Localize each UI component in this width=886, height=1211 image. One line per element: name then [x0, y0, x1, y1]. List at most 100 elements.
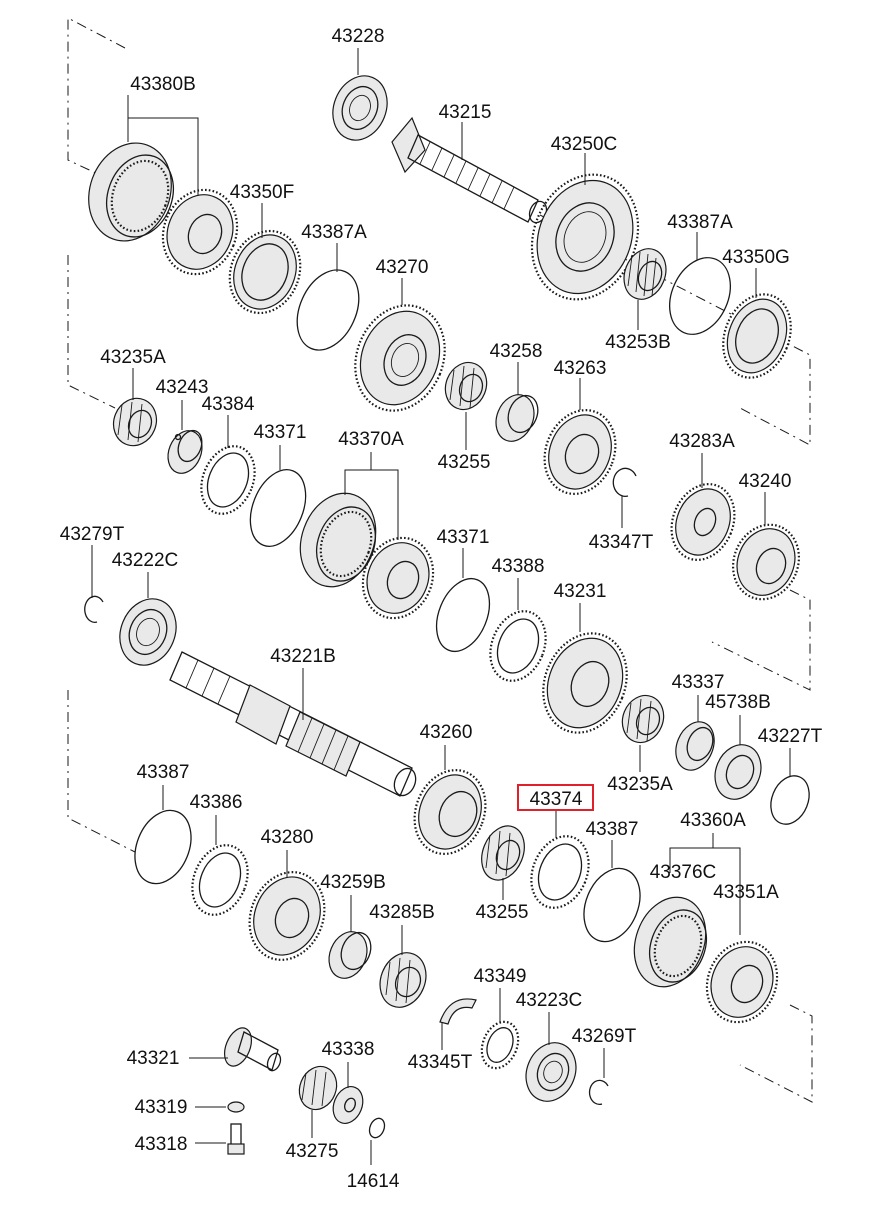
label-43263[interactable]: 43263 — [554, 358, 607, 379]
bearing-43228 — [332, 75, 388, 141]
label-43280[interactable]: 43280 — [261, 827, 314, 848]
part-labels: 43228 43380B 43215 43250C 43350F 43387A … — [60, 26, 823, 1192]
label-43235A-1[interactable]: 43235A — [100, 347, 166, 368]
label-43374[interactable]: 43374 — [530, 789, 583, 810]
needle-bearing-43255-1 — [444, 361, 488, 411]
washer-43338 — [332, 1086, 364, 1124]
label-43270[interactable]: 43270 — [376, 257, 429, 278]
label-43350G[interactable]: 43350G — [722, 247, 790, 268]
ring-43227T — [770, 775, 810, 825]
label-43255-1[interactable]: 43255 — [438, 452, 491, 473]
label-43387A-2[interactable]: 43387A — [667, 212, 733, 233]
label-43240[interactable]: 43240 — [739, 471, 792, 492]
label-43255-2[interactable]: 43255 — [476, 902, 529, 923]
shaft-43221B — [169, 651, 417, 797]
snap-ring-43371-1 — [249, 469, 307, 547]
label-43235A-2[interactable]: 43235A — [607, 774, 673, 795]
bearing-43223C — [525, 1042, 577, 1102]
label-43388[interactable]: 43388 — [492, 556, 545, 577]
label-43227T[interactable]: 43227T — [758, 726, 823, 747]
label-43376C[interactable]: 43376C — [650, 862, 717, 883]
label-43347T[interactable]: 43347T — [589, 532, 654, 553]
label-43275[interactable]: 43275 — [286, 1141, 339, 1162]
needle-bearing-43235A-1 — [112, 397, 158, 447]
bearing-43222C — [119, 598, 177, 666]
label-43269T[interactable]: 43269T — [572, 1026, 637, 1047]
label-43243[interactable]: 43243 — [156, 377, 209, 398]
needle-bearing-43285B — [379, 952, 427, 1008]
label-43283A[interactable]: 43283A — [669, 431, 735, 452]
label-43387-1[interactable]: 43387 — [137, 762, 190, 783]
bushing-43258 — [495, 394, 539, 442]
label-43260[interactable]: 43260 — [420, 722, 473, 743]
axis-guide-lines — [67, 17, 813, 1103]
gear-43270 — [354, 304, 446, 412]
label-43371-1[interactable]: 43371 — [254, 422, 307, 443]
label-43384[interactable]: 43384 — [202, 394, 255, 415]
gear-43263 — [543, 409, 617, 495]
snap-ring-43387-2 — [583, 867, 641, 943]
bushing-43243 — [167, 429, 203, 474]
label-43337[interactable]: 43337 — [672, 672, 725, 693]
needle-bearing-43255-2 — [481, 825, 525, 881]
label-43351A[interactable]: 43351A — [713, 882, 779, 903]
label-43370A[interactable]: 43370A — [338, 429, 404, 450]
label-43386[interactable]: 43386 — [190, 792, 243, 813]
highlight-box-43374[interactable] — [517, 784, 594, 811]
label-43338[interactable]: 43338 — [322, 1039, 375, 1060]
label-43349[interactable]: 43349 — [474, 966, 527, 987]
sleeve-43370A — [299, 492, 377, 588]
label-43360A[interactable]: 43360A — [680, 810, 746, 831]
needle-bearing-43253B — [623, 248, 667, 300]
shaft-43215 — [391, 116, 548, 224]
label-43250C[interactable]: 43250C — [551, 134, 618, 155]
leader-lines — [91, 48, 791, 1165]
ring-43388 — [489, 610, 547, 682]
gear-43240 — [731, 523, 801, 601]
label-43380B[interactable]: 43380B — [130, 74, 196, 95]
bushing-43259B — [328, 931, 372, 979]
label-43228[interactable]: 43228 — [332, 26, 385, 47]
label-43215[interactable]: 43215 — [439, 102, 492, 123]
label-43223C[interactable]: 43223C — [516, 990, 583, 1011]
label-14614[interactable]: 14614 — [347, 1171, 400, 1192]
label-43285B[interactable]: 43285B — [369, 902, 435, 923]
label-43318[interactable]: 43318 — [135, 1134, 188, 1155]
gear-43280 — [248, 871, 326, 961]
sleeve-43380B — [88, 142, 174, 242]
label-43231[interactable]: 43231 — [554, 581, 607, 602]
label-43259B[interactable]: 43259B — [320, 872, 386, 893]
gear-43231 — [542, 632, 628, 734]
sleeve-43376C — [633, 896, 708, 988]
label-43387A-1[interactable]: 43387A — [301, 222, 367, 243]
label-43345T[interactable]: 43345T — [408, 1052, 473, 1073]
snap-ring-43371-2 — [435, 577, 491, 653]
label-45738B[interactable]: 45738B — [705, 692, 771, 713]
label-43350F[interactable]: 43350F — [230, 182, 294, 203]
label-43279T[interactable]: 43279T — [60, 524, 125, 545]
bolt-43318 — [227, 1123, 245, 1155]
label-43387-2[interactable]: 43387 — [586, 819, 639, 840]
snap-ring-43387A-2 — [669, 257, 731, 335]
shaft-43321 — [223, 1027, 282, 1072]
gear-43283A — [670, 483, 736, 561]
label-43258[interactable]: 43258 — [490, 341, 543, 362]
label-43222C[interactable]: 43222C — [112, 550, 179, 571]
ring-43350F — [228, 229, 302, 315]
gear-43260 — [413, 769, 487, 855]
label-43253B[interactable]: 43253B — [605, 332, 671, 353]
hub-43370A — [361, 536, 435, 620]
ring-43386 — [191, 844, 249, 916]
label-43371-2[interactable]: 43371 — [437, 527, 490, 548]
ring-43350G — [722, 293, 792, 379]
bearing-45738B — [714, 744, 762, 800]
hub-43351A — [705, 940, 779, 1024]
snap-ring-43387-1 — [134, 809, 192, 885]
label-43321[interactable]: 43321 — [127, 1048, 180, 1069]
washer-43319 — [227, 1101, 245, 1113]
label-43221B[interactable]: 43221B — [270, 646, 336, 667]
washer-43337 — [675, 721, 715, 771]
label-43319[interactable]: 43319 — [135, 1097, 188, 1118]
half-washer-43345T — [439, 998, 477, 1025]
